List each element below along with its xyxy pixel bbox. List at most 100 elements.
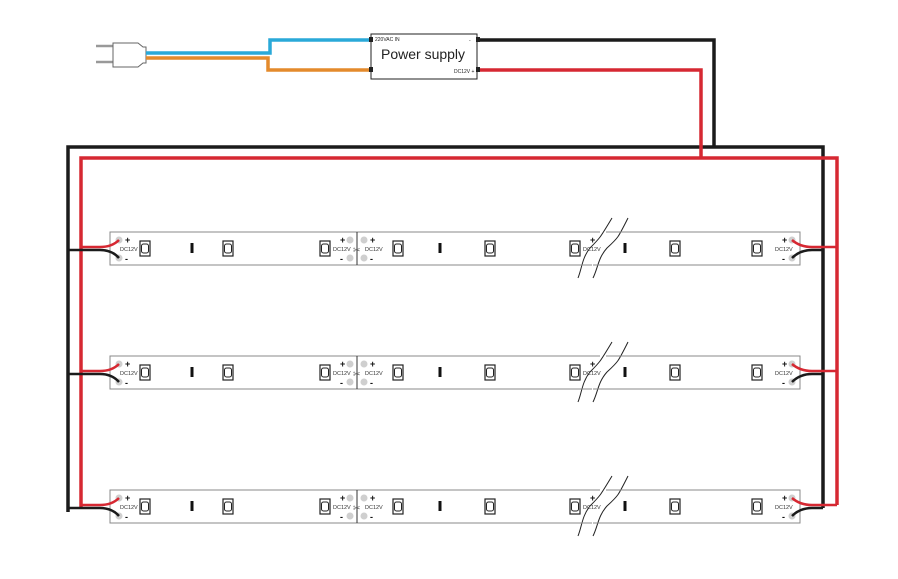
negative-lead xyxy=(68,506,120,517)
led-icon xyxy=(222,240,234,257)
plus-label: + xyxy=(590,493,595,503)
negative-lead xyxy=(68,372,120,383)
led-icon xyxy=(484,498,496,515)
resistor-icon xyxy=(623,501,627,511)
power-supply: 220VAC IN Power supply DC12V + - xyxy=(369,33,480,80)
minus-label: - xyxy=(340,254,343,264)
positive-lead xyxy=(81,497,120,507)
negative-lead xyxy=(791,372,823,383)
voltage-label: DC12V xyxy=(365,505,383,511)
voltage-label: DC12V xyxy=(775,505,793,511)
voltage-label: DC12V xyxy=(583,505,601,511)
cut-mark-icon: ✂ xyxy=(353,369,361,379)
plus-label: + xyxy=(782,235,787,245)
plug-icon xyxy=(96,42,147,68)
ps-output-label: DC12V + xyxy=(454,69,475,75)
strip-body xyxy=(109,231,801,266)
positive-lead xyxy=(81,363,120,373)
minus-label: - xyxy=(340,378,343,388)
solder-pad-icon xyxy=(360,360,368,368)
positive-lead xyxy=(81,239,120,249)
led-icon xyxy=(139,364,151,381)
minus-label: - xyxy=(125,512,128,522)
solder-pad-icon xyxy=(346,360,354,368)
led-icon xyxy=(751,364,763,381)
led-icon xyxy=(319,240,331,257)
resistor-icon xyxy=(623,243,627,253)
positive-bus xyxy=(79,68,839,508)
plus-label: + xyxy=(782,493,787,503)
led-icon xyxy=(139,240,151,257)
ps-input-label: 220VAC IN xyxy=(375,37,400,43)
resistor-icon xyxy=(438,367,442,377)
led-icon xyxy=(751,240,763,257)
live-wire xyxy=(146,38,372,55)
voltage-label: DC12V xyxy=(365,247,383,253)
resistor-icon xyxy=(438,243,442,253)
plus-label: + xyxy=(340,359,345,369)
minus-label: - xyxy=(782,378,785,388)
plus-label: + xyxy=(340,235,345,245)
positive-lead xyxy=(791,363,837,373)
minus-label: - xyxy=(370,378,373,388)
minus-label: - xyxy=(370,512,373,522)
positive-lead xyxy=(791,497,837,507)
resistor-icon xyxy=(623,367,627,377)
cut-mark-icon: ✂ xyxy=(353,245,361,255)
solder-pad-icon xyxy=(360,254,368,262)
plus-label: + xyxy=(370,493,375,503)
plus-label: + xyxy=(590,235,595,245)
led-icon xyxy=(222,364,234,381)
led-icon xyxy=(319,364,331,381)
led-icon xyxy=(751,498,763,515)
solder-pad-icon xyxy=(360,236,368,244)
led-icon xyxy=(484,364,496,381)
strip-body xyxy=(109,355,801,390)
solder-pad-icon xyxy=(346,236,354,244)
led-strips: +-DC12V+-DC12V+-DC12V+-DC12VDC12V+✂+-DC1… xyxy=(68,217,837,537)
plus-label: + xyxy=(370,235,375,245)
solder-pad-icon xyxy=(360,378,368,386)
neutral-wire xyxy=(146,56,372,72)
led-icon xyxy=(669,498,681,515)
voltage-label: DC12V xyxy=(120,505,138,511)
voltage-label: DC12V xyxy=(583,371,601,377)
solder-pad-icon xyxy=(360,512,368,520)
led-icon xyxy=(484,240,496,257)
solder-pad-icon xyxy=(346,254,354,262)
voltage-label: DC12V xyxy=(333,505,351,511)
solder-pad-icon xyxy=(346,512,354,520)
plus-label: + xyxy=(340,493,345,503)
plus-label: + xyxy=(125,493,130,503)
plus-label: + xyxy=(125,235,130,245)
minus-label: - xyxy=(125,378,128,388)
led-icon xyxy=(392,364,404,381)
led-icon xyxy=(392,240,404,257)
resistor-icon xyxy=(190,501,194,511)
voltage-label: DC12V xyxy=(365,371,383,377)
led-icon xyxy=(139,498,151,515)
voltage-label: DC12V xyxy=(583,247,601,253)
voltage-label: DC12V xyxy=(333,247,351,253)
minus-label: - xyxy=(370,254,373,264)
resistor-icon xyxy=(190,367,194,377)
minus-label: - xyxy=(782,512,785,522)
plus-label: + xyxy=(125,359,130,369)
minus-label: - xyxy=(340,512,343,522)
led-icon xyxy=(392,498,404,515)
solder-pad-icon xyxy=(346,378,354,386)
solder-pad-icon xyxy=(360,494,368,502)
voltage-label: DC12V xyxy=(775,247,793,253)
voltage-label: DC12V xyxy=(120,371,138,377)
plus-label: + xyxy=(782,359,787,369)
ps-output-minus: - xyxy=(469,38,471,44)
solder-pad-icon xyxy=(346,494,354,502)
break-mark-icon xyxy=(110,217,800,279)
minus-label: - xyxy=(782,254,785,264)
minus-label: - xyxy=(125,254,128,264)
positive-lead xyxy=(791,239,837,249)
led-icon xyxy=(669,240,681,257)
